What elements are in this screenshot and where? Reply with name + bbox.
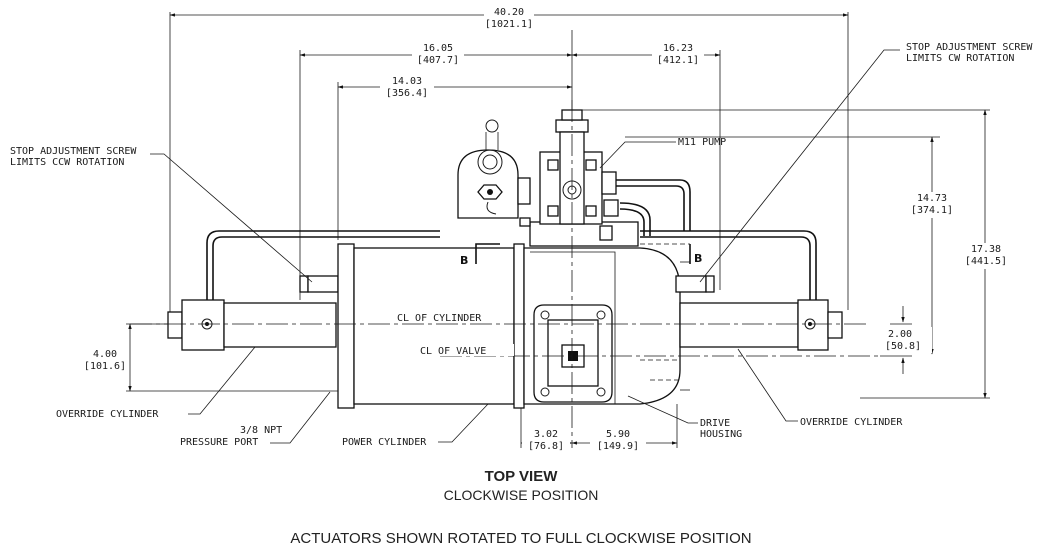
view-title: TOP VIEW — [484, 468, 558, 485]
label-drive-housing: DRIVE HOUSING — [627, 395, 742, 440]
drive-housing — [523, 247, 690, 405]
drive-a-mm: [76.8] — [528, 441, 564, 452]
offset-right-inch: 2.00 — [888, 329, 912, 340]
dimension-overall: 40.20 [1021.1] — [169, 6, 849, 320]
cl-valve-label: CL OF VALVE — [420, 346, 486, 357]
section-marker-right: B — [640, 243, 702, 265]
dimension-heights: 14.73 [374.1] 17.38 [441.5] — [580, 109, 1018, 399]
offset-left-inch: 4.00 — [93, 349, 117, 360]
body-inch: 14.03 — [392, 76, 422, 87]
svg-text:OVERRIDE CYLINDER: OVERRIDE CYLINDER — [56, 409, 159, 420]
offset-left-mm: [101.6] — [84, 361, 126, 372]
svg-text:LIMITS CW ROTATION: LIMITS CW ROTATION — [906, 53, 1014, 64]
dimension-drive: 3.02 [76.8] 5.90 [149.9] — [520, 404, 678, 452]
svg-text:M11 PUMP: M11 PUMP — [678, 137, 726, 148]
svg-text:POWER CYLINDER: POWER CYLINDER — [342, 437, 427, 448]
dimension-offset-right: 2.00 [50.8] — [878, 306, 932, 374]
height-b-inch: 17.38 — [971, 244, 1001, 255]
power-cylinder — [337, 243, 525, 409]
height-a-inch: 14.73 — [917, 193, 947, 204]
svg-text:B: B — [694, 252, 702, 265]
pump-assembly — [457, 109, 639, 247]
svg-text:OVERRIDE CYLINDER: OVERRIDE CYLINDER — [800, 417, 903, 428]
drive-b-mm: [149.9] — [597, 441, 639, 452]
label-override-left: OVERRIDE CYLINDER — [56, 346, 256, 420]
left-override-cylinder — [167, 275, 339, 351]
right-mm: [412.1] — [657, 55, 699, 66]
dimension-body: 14.03 [356.4] — [337, 74, 573, 240]
body-mm: [356.4] — [386, 88, 428, 99]
right-inch: 16.23 — [663, 43, 693, 54]
dimension-offset-left: 4.00 [101.6] — [82, 323, 338, 392]
drive-b-inch: 5.90 — [606, 429, 630, 440]
height-a-mm: [374.1] — [911, 205, 953, 216]
cl-cylinder-label: CL OF CYLINDER — [397, 313, 482, 324]
right-override-cylinder — [675, 275, 843, 351]
section-marker-left: B — [460, 243, 500, 267]
overall-inch: 40.20 — [494, 7, 524, 18]
svg-text:HOUSING: HOUSING — [700, 429, 742, 440]
overall-mm: [1021.1] — [485, 19, 533, 30]
height-b-mm: [441.5] — [965, 256, 1007, 267]
svg-text:LIMITS CCW ROTATION: LIMITS CCW ROTATION — [10, 157, 124, 168]
label-stop-right: STOP ADJUSTMENT SCREW LIMITS CW ROTATION — [699, 42, 1033, 283]
dimension-left-right: 16.05 [407.7] 16.23 [412.1] — [299, 30, 721, 300]
svg-text:STOP ADJUSTMENT SCREW: STOP ADJUSTMENT SCREW — [10, 146, 137, 157]
svg-text:DRIVE: DRIVE — [700, 418, 730, 429]
left-mm: [407.7] — [417, 55, 459, 66]
hydraulic-pipe — [206, 179, 817, 300]
svg-text:PRESSURE PORT: PRESSURE PORT — [180, 437, 258, 448]
drive-a-inch: 3.02 — [534, 429, 558, 440]
svg-text:B: B — [460, 254, 468, 267]
label-pump: M11 PUMP — [599, 137, 726, 169]
view-subtitle: CLOCKWISE POSITION — [443, 487, 599, 503]
label-pressure-port: 3/8 NPT PRESSURE PORT — [180, 391, 331, 448]
offset-right-mm: [50.8] — [885, 341, 921, 352]
left-inch: 16.05 — [423, 43, 453, 54]
label-power-cylinder: POWER CYLINDER — [342, 403, 489, 448]
figure-footer: ACTUATORS SHOWN ROTATED TO FULL CLOCKWIS… — [290, 530, 752, 547]
label-stop-left: STOP ADJUSTMENT SCREW LIMITS CCW ROTATIO… — [10, 146, 313, 283]
label-override-right: OVERRIDE CYLINDER — [737, 348, 903, 428]
svg-text:3/8 NPT: 3/8 NPT — [240, 425, 282, 436]
svg-text:STOP ADJUSTMENT SCREW: STOP ADJUSTMENT SCREW — [906, 42, 1033, 53]
